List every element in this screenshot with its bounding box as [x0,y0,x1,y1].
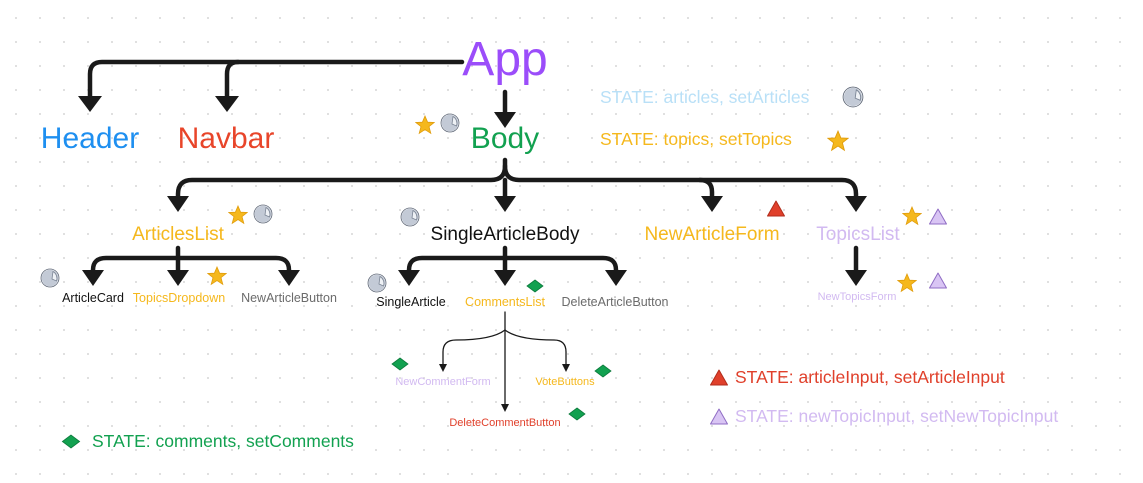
commentslist-connectors [442,311,567,407]
node-article-card: ArticleCard [62,291,124,305]
sticker-icon [440,113,460,133]
node-new-article-button: NewArticleButton [241,291,337,305]
commentslist-arrowheads [439,364,570,412]
legend-article-input-state: STATE: articleInput, setArticleInput [735,367,1005,387]
articleslist-connectors [90,245,292,275]
body-arrowheads [167,196,867,212]
body-connectors [175,157,859,201]
lavender-triangle-icon [928,271,948,291]
node-delete-comment-button: DeleteCommentButton [449,417,561,429]
node-vote-buttons: VoteButtons [535,376,595,388]
sticker-icon [40,268,60,288]
sticker-icon [253,204,273,224]
star-icon [415,115,435,135]
sticker-icon [367,273,387,293]
lavender-triangle-icon [709,407,729,427]
red-triangle-icon [766,199,786,219]
star-icon [207,266,227,286]
singlearticlebody-arrowheads [398,270,627,286]
app-arrowheads [78,96,516,128]
node-topics-dropdown: TopicsDropdown [132,291,226,305]
node-comments-list: CommentsList [465,295,545,309]
legend-articles-state: STATE: articles, setArticles [600,87,810,107]
node-delete-article-button: DeleteArticleButton [561,295,669,309]
node-app: App [462,33,548,86]
sticker-icon [842,86,864,108]
node-single-article-body: SingleArticleBody [430,224,580,245]
star-icon [228,205,248,225]
node-articles-list: ArticlesList [132,224,224,245]
star-icon [902,206,922,226]
star-icon [827,130,849,152]
legend-comments-state: STATE: comments, setComments [92,431,354,451]
lavender-triangle-icon [928,207,948,227]
app-connectors [87,59,508,119]
node-body: Body [470,122,540,155]
node-single-article: SingleArticle [376,295,446,309]
star-icon [897,273,917,293]
node-new-article-form: NewArticleForm [644,224,780,245]
green-diamond-icon [60,434,82,449]
green-diamond-icon [525,279,545,293]
sticker-icon [400,207,420,227]
articleslist-arrowheads [82,270,300,286]
legend-topics-state: STATE: topics, setTopics [600,129,792,149]
legend-new-topic-input-state: STATE: newTopicInput, setNewTopicInput [735,406,1059,426]
node-header: Header [40,122,140,155]
node-new-topics-form: NewTopicsForm [817,291,897,303]
node-topics-list: TopicsList [816,224,900,245]
red-triangle-icon [709,368,729,388]
singlearticlebody-connectors [406,245,619,275]
node-new-comment-form: NewCommentForm [395,376,491,388]
green-diamond-icon [567,407,587,421]
green-diamond-icon [390,357,410,371]
topicslist-arrowhead [845,270,867,286]
green-diamond-icon [593,364,613,378]
node-navbar: Navbar [177,122,275,155]
